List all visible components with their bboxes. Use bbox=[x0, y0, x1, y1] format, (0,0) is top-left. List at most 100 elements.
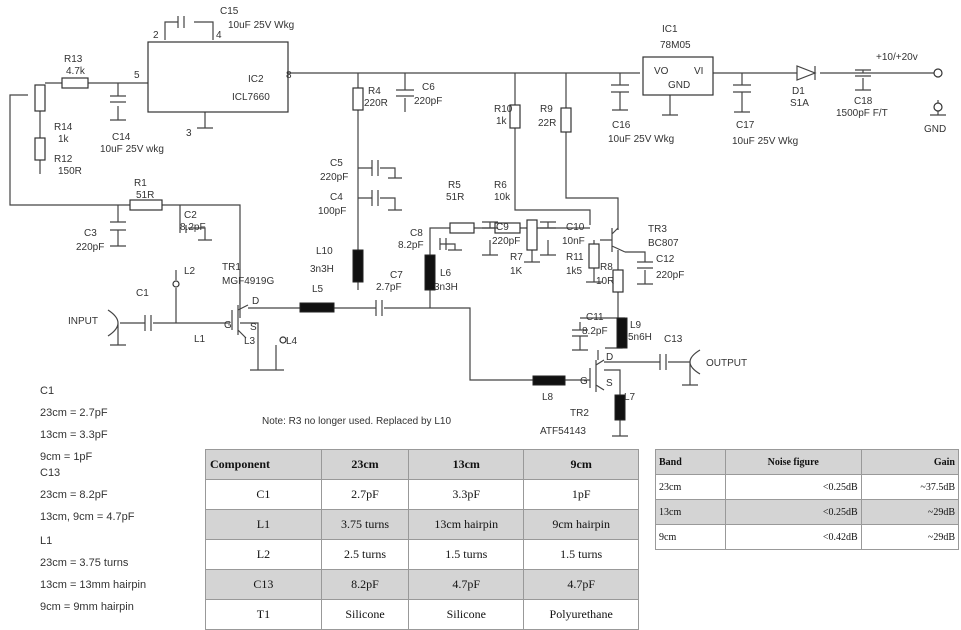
label-l9: L9 bbox=[630, 320, 642, 331]
l2-tap bbox=[172, 280, 180, 288]
label-pin3: 3 bbox=[186, 128, 192, 139]
label-r10: R10 bbox=[494, 104, 513, 115]
label-r11-value: 1k5 bbox=[566, 266, 583, 277]
tr1-symbol bbox=[231, 304, 249, 339]
label-c15-value: 10uF 25V Wkg bbox=[228, 20, 294, 31]
performance-table: Band Noise figure Gain 23cm <0.25dB ~37.… bbox=[655, 449, 960, 550]
r5-symbol bbox=[449, 222, 475, 234]
table-cell: ~37.5dB bbox=[860, 474, 960, 500]
label-c4-value: 100pF bbox=[318, 206, 346, 217]
table-cell: 13cm hairpin bbox=[408, 509, 525, 540]
r7-symbol bbox=[526, 219, 538, 251]
table-row: 23cm <0.25dB ~37.5dB bbox=[655, 474, 960, 500]
capacitor-plates bbox=[110, 16, 871, 370]
label-r7-value: 1K bbox=[510, 266, 523, 277]
label-l6-value: 3n3H bbox=[434, 282, 458, 293]
r4-symbol bbox=[352, 87, 364, 111]
c13-note-line: 13cm, 9cm = 4.7pF bbox=[40, 511, 135, 523]
l5-symbol bbox=[299, 302, 335, 313]
c1-note-line: 9cm = 1pF bbox=[40, 451, 93, 463]
l4-tap bbox=[279, 336, 287, 344]
label-tr1-source: S bbox=[250, 322, 257, 333]
label-c5-value: 220pF bbox=[320, 172, 348, 183]
label-c7: C7 bbox=[390, 270, 403, 281]
c13-note-line: 23cm = 8.2pF bbox=[40, 489, 108, 501]
label-c3-value: 220pF bbox=[76, 242, 104, 253]
label-l1: L1 bbox=[194, 334, 206, 345]
label-l4: L4 bbox=[286, 336, 298, 347]
header-9cm: 9cm bbox=[523, 449, 639, 480]
table-row: 9cm <0.42dB ~29dB bbox=[655, 524, 960, 550]
label-r12-value: 150R bbox=[58, 166, 82, 177]
label-c16-value: 10uF 25V Wkg bbox=[608, 134, 674, 145]
table-cell: C1 bbox=[205, 479, 322, 510]
component-table: Component 23cm 13cm 9cm C1 2.7pF 3.3pF 1… bbox=[205, 449, 639, 630]
l9-symbol bbox=[616, 317, 628, 349]
table-cell: Polyurethane bbox=[523, 599, 639, 630]
label-r1: R1 bbox=[134, 178, 147, 189]
label-l2: L2 bbox=[184, 266, 196, 277]
performance-table-header: Band Noise figure Gain bbox=[655, 449, 960, 475]
table-cell: 2.5 turns bbox=[320, 539, 410, 570]
label-r4-value: 220R bbox=[364, 98, 388, 109]
table-cell: 1.5 turns bbox=[523, 539, 639, 570]
header-13cm: 13cm bbox=[408, 449, 525, 480]
table-cell: T1 bbox=[205, 599, 322, 630]
label-ic1-part: 78M05 bbox=[660, 40, 691, 51]
label-gnd-terminal: GND bbox=[924, 124, 946, 135]
label-c17-value: 10uF 25V Wkg bbox=[732, 136, 798, 147]
table-cell: ~29dB bbox=[860, 524, 960, 550]
label-l7: L7 bbox=[624, 392, 636, 403]
label-pin5: 5 bbox=[134, 70, 140, 81]
table-cell: <0.42dB bbox=[724, 524, 862, 550]
table-cell: L1 bbox=[205, 509, 322, 540]
label-c14-value: 10uF 25V wkg bbox=[100, 144, 164, 155]
label-r8-value: 10R bbox=[596, 276, 614, 287]
label-vin: +10/+20v bbox=[876, 52, 918, 63]
label-l6: L6 bbox=[440, 268, 452, 279]
label-tr2-source: S bbox=[606, 378, 613, 389]
label-c2: C2 bbox=[184, 210, 197, 221]
l8-symbol bbox=[532, 375, 566, 386]
table-row: T1 Silicone Silicone Polyurethane bbox=[205, 599, 639, 630]
l1-note-line: 13cm = 13mm hairpin bbox=[40, 579, 147, 591]
label-r13: R13 bbox=[64, 54, 83, 65]
d1-symbol bbox=[796, 65, 817, 81]
table-row: 13cm <0.25dB ~29dB bbox=[655, 499, 960, 525]
label-c3: C3 bbox=[84, 228, 97, 239]
label-r5: R5 bbox=[448, 180, 461, 191]
label-tr2-part: ATF54143 bbox=[540, 426, 586, 437]
label-c11: C11 bbox=[586, 312, 604, 323]
table-row: L2 2.5 turns 1.5 turns 1.5 turns bbox=[205, 539, 639, 570]
label-r5-value: 51R bbox=[446, 192, 464, 203]
label-ic1-gnd: GND bbox=[668, 80, 690, 91]
label-pin4: 4 bbox=[216, 30, 222, 41]
r9-symbol bbox=[560, 107, 572, 133]
label-l3: L3 bbox=[244, 336, 256, 347]
table-cell: ~29dB bbox=[860, 499, 960, 525]
wires bbox=[9, 21, 939, 436]
l7-symbol bbox=[614, 394, 626, 421]
label-l8: L8 bbox=[542, 392, 554, 403]
label-r4: R4 bbox=[368, 86, 381, 97]
r8-symbol bbox=[612, 269, 624, 293]
label-ic2-part: ICL7660 bbox=[232, 92, 270, 103]
label-tr3-part: BC807 bbox=[648, 238, 679, 249]
label-c1: C1 bbox=[136, 288, 149, 299]
label-c7-value: 2.7pF bbox=[376, 282, 402, 293]
label-pin2: 2 bbox=[153, 30, 159, 41]
table-row: L1 3.75 turns 13cm hairpin 9cm hairpin bbox=[205, 509, 639, 540]
label-c6-value: 220pF bbox=[414, 96, 442, 107]
tr3-symbol bbox=[611, 227, 626, 253]
label-r9: R9 bbox=[540, 104, 553, 115]
table-cell: Silicone bbox=[408, 599, 525, 630]
label-r8: R8 bbox=[600, 262, 613, 273]
label-r12: R12 bbox=[54, 154, 73, 165]
label-d1-part: S1A bbox=[790, 98, 809, 109]
c13-notes-title: C13 bbox=[40, 467, 61, 479]
input-connector bbox=[107, 309, 126, 346]
component-labels: C15 10uF 25V Wkg 2 4 IC2 ICL7660 5 8 3 R… bbox=[54, 6, 946, 437]
label-r6-value: 10k bbox=[494, 192, 511, 203]
table-row: C1 2.7pF 3.3pF 1pF bbox=[205, 479, 639, 510]
label-vo: VO bbox=[654, 66, 669, 77]
